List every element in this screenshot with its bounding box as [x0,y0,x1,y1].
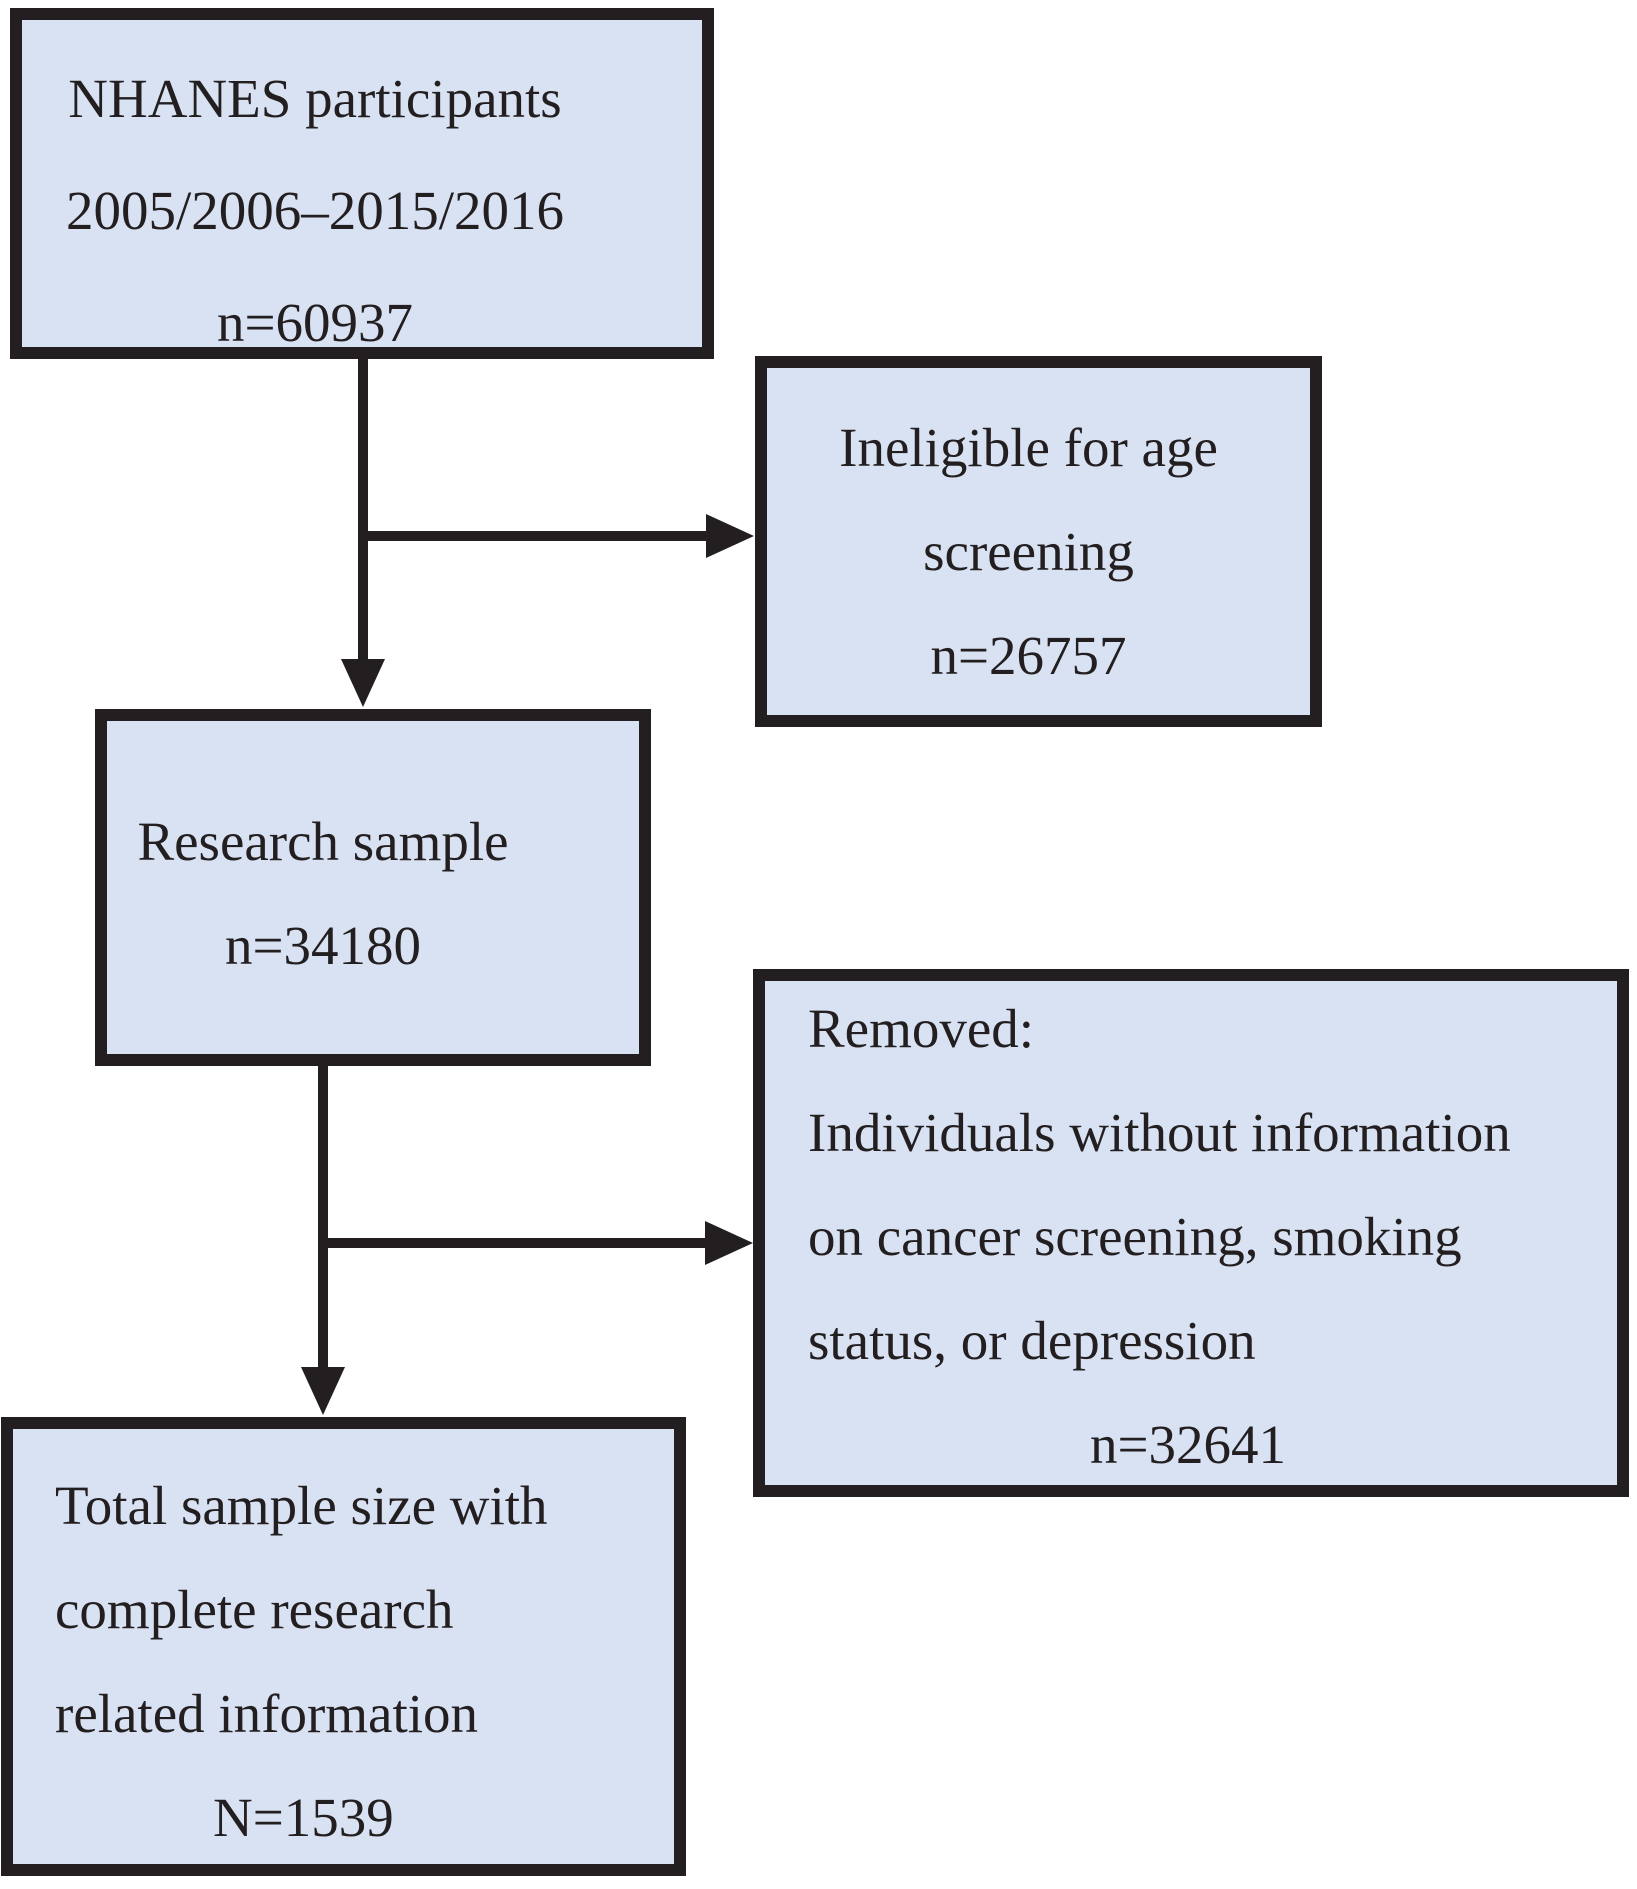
arrow-branch-to-removed-line [323,1238,708,1248]
box-removed-line-1: Removed: [808,998,1035,1059]
box-ineligible-line-1: Ineligible for age [839,416,1218,478]
box-research-sample: Research sample n=34180 [95,709,651,1066]
arrow-branch-to-ineligible-line [363,531,708,541]
arrow-nhanes-to-research-head [341,659,385,707]
box-nhanes-participants: NHANES participants 2005/2006–2015/2016 … [10,8,714,359]
box-removed-line-4: status, or depression [808,1310,1256,1371]
box-nhanes-line-1: NHANES participants [68,67,562,129]
box-total-line-2: complete research [55,1578,454,1640]
box-total-line-3: related information [55,1682,479,1744]
box-removed-line-3: on cancer screening, smoking [808,1206,1462,1267]
arrow-research-to-total-line [318,1064,328,1369]
box-removed-line-2: Individuals without information [808,1102,1511,1163]
box-total-count: N=1539 [213,1786,394,1848]
box-total-sample-size: Total sample size with complete research… [1,1417,686,1876]
arrow-nhanes-to-research-line [358,357,368,662]
box-nhanes-line-2: 2005/2006–2015/2016 [65,179,565,241]
arrow-branch-to-ineligible-head [706,514,754,558]
box-research-count: n=34180 [224,914,422,976]
arrow-branch-to-removed-head [705,1221,753,1265]
box-total-line-1: Total sample size with [55,1474,548,1536]
box-nhanes-count: n=60937 [216,291,414,353]
box-removed-count: n=32641 [1090,1414,1287,1475]
box-research-line-1: Research sample [137,810,509,872]
box-ineligible-count: n=26757 [930,624,1127,686]
box-ineligible-line-2: screening [923,520,1134,582]
arrow-research-to-total-head [301,1367,345,1415]
box-removed-exclusions: Removed: Individuals without information… [753,969,1629,1497]
box-ineligible-age-screening: Ineligible for age screening n=26757 [755,356,1322,727]
